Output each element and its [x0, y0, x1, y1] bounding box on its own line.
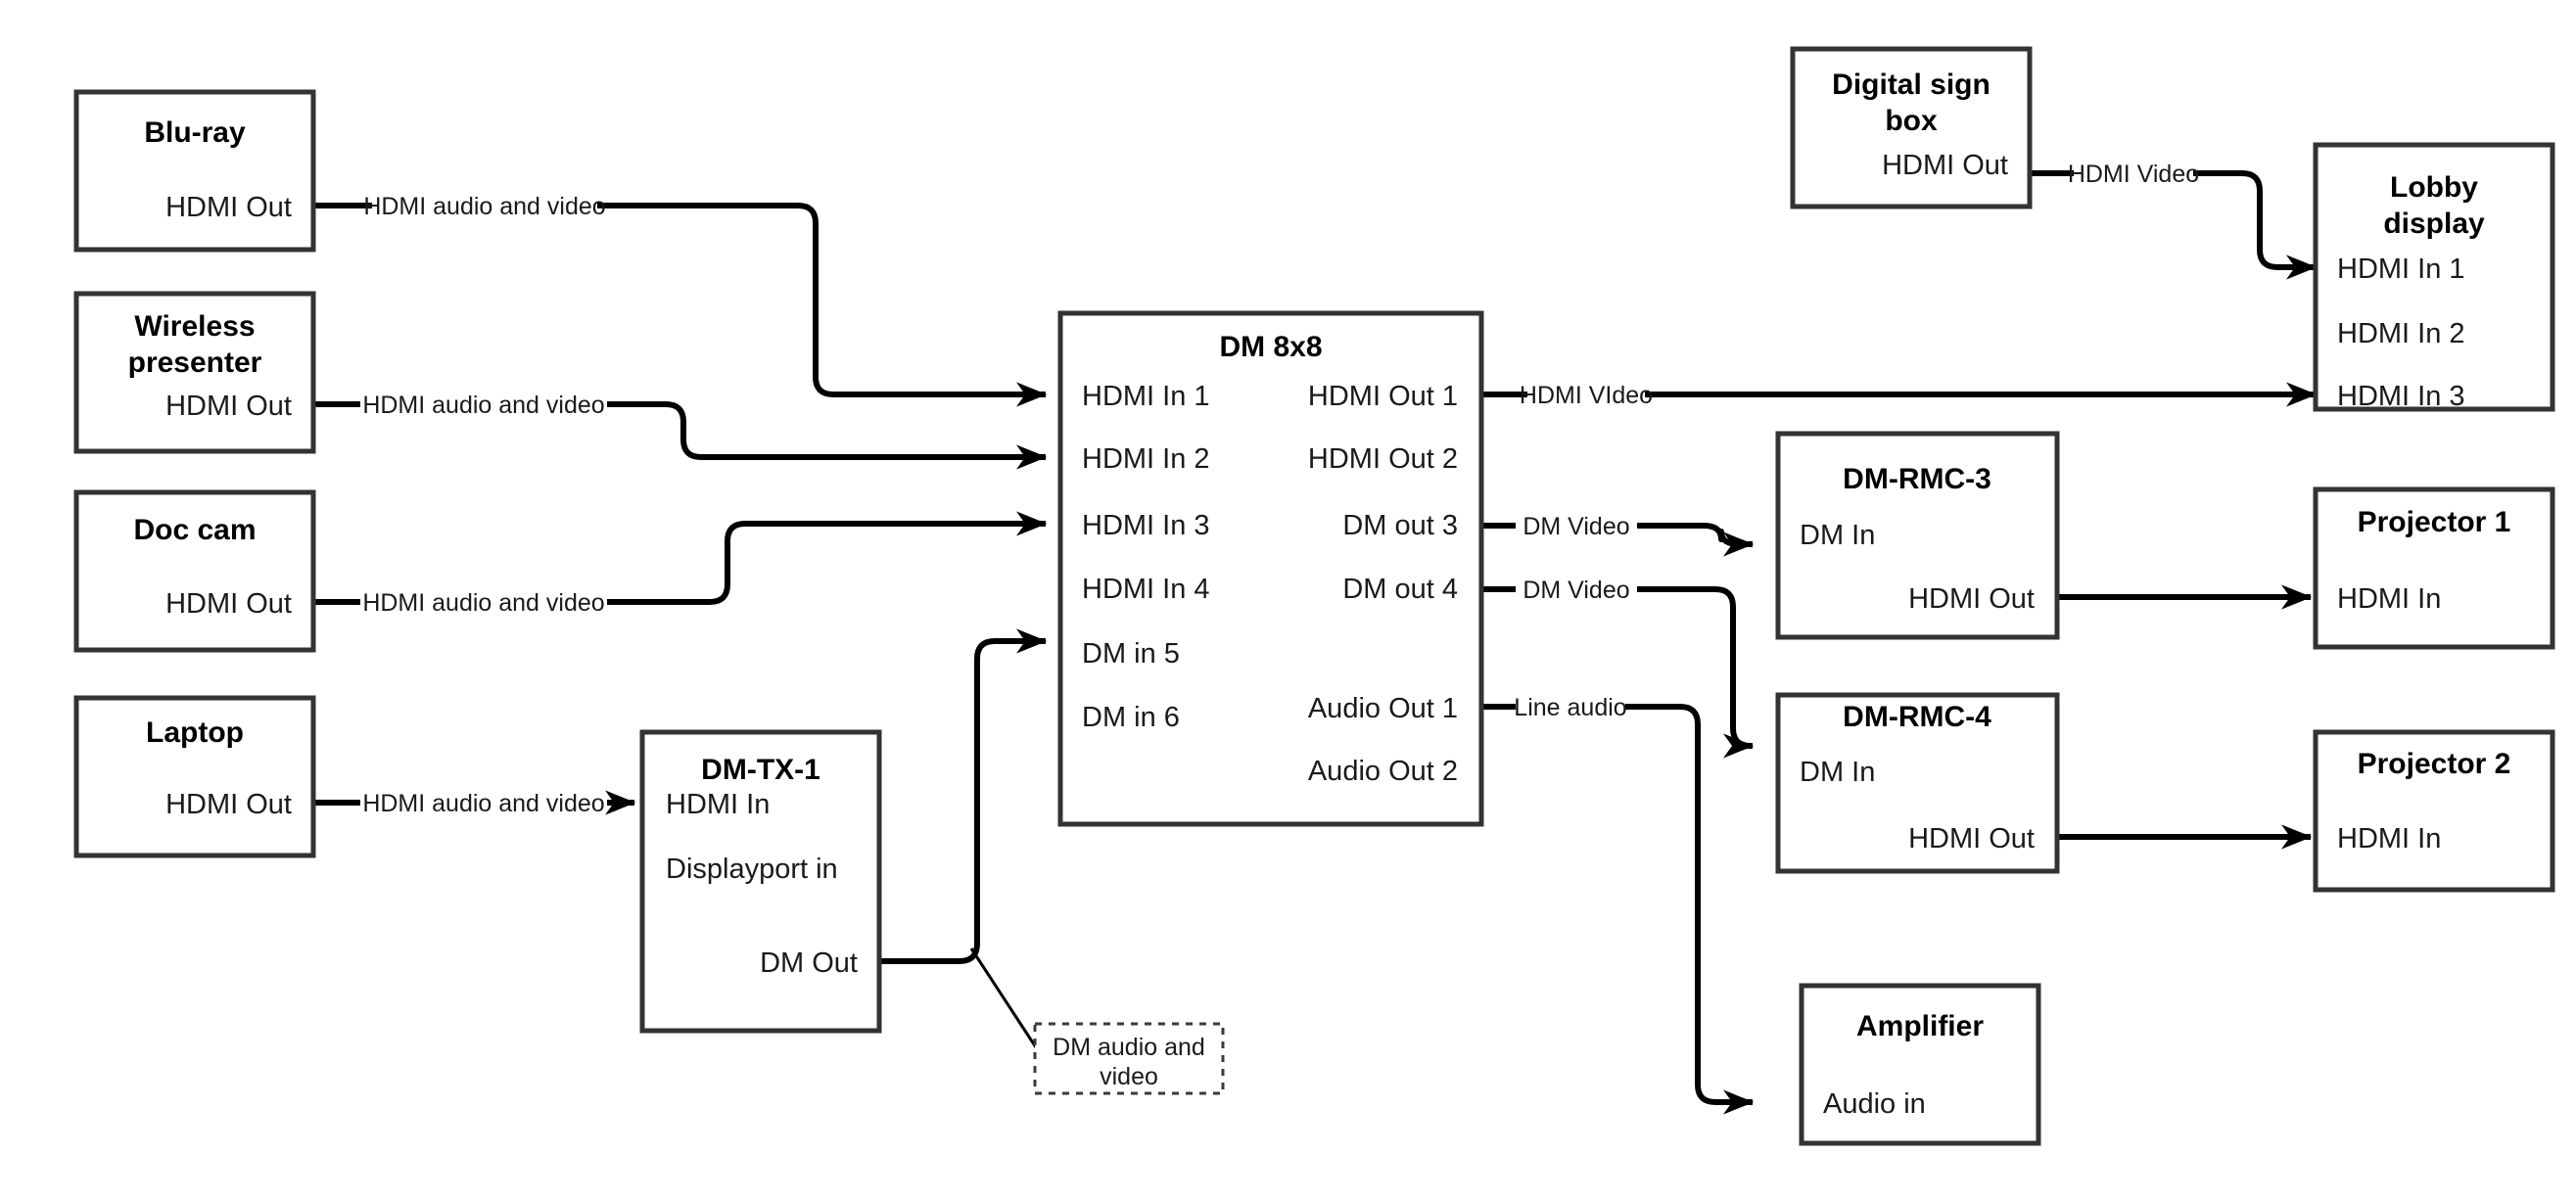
callout-box	[1033, 1022, 1225, 1095]
node-wireless-presenter[interactable]: Wireless presenter HDMI Out	[73, 291, 316, 454]
wire-dm8x8-audioout1-to-amplifier-audio-in	[1625, 704, 1755, 1115]
dm-rmc-3-port-dm-in: DM In	[1800, 520, 1875, 551]
edge-label-laptop-to-dmtx1: HDMI audio and video	[362, 790, 604, 817]
projector-1-box[interactable]	[2313, 486, 2555, 650]
wire-bluray-to-dm8x8-hdmi-in-1	[313, 203, 1046, 394]
dm-rmc-4-box[interactable]	[1775, 692, 2060, 874]
wireless-presenter-title-line2: presenter	[128, 346, 262, 379]
dm-8x8-input-hdmi-in-3: HDMI In 3	[1082, 510, 1210, 541]
digital-sign-box-title-line1: Digital sign	[1832, 69, 1991, 101]
wire-dm8x8-dmout4-to-dmrmc4-dm-in	[1637, 586, 1755, 759]
callout-dm-audio-and-video: DM audio and video	[1033, 1022, 1225, 1095]
node-digital-sign-box[interactable]: Digital sign box HDMI Out	[1790, 46, 2033, 209]
dm-8x8-output-dm-out-3: DM out 3	[1342, 510, 1458, 541]
dm-8x8-input-dm-in-5: DM in 5	[1082, 638, 1180, 670]
dm-rmc-4-title: DM-RMC-4	[1843, 701, 1991, 733]
amplifier-title: Amplifier	[1856, 1010, 1984, 1042]
wire-wireless-to-dm8x8-hdmi-in-2	[313, 401, 1046, 457]
dm-tx-1-port-hdmi-in: HDMI In	[666, 789, 770, 820]
dm-8x8-output-audio-out-1: Audio Out 1	[1308, 693, 1458, 724]
lobby-display-title-line2: display	[2383, 208, 2485, 240]
projector-1-port-hdmi-in: HDMI In	[2337, 583, 2441, 615]
node-dm-tx-1[interactable]: DM-TX-1 HDMI In Displayport in DM Out	[639, 729, 882, 1034]
amplifier-port-audio-in: Audio in	[1823, 1088, 1926, 1120]
dm-tx-1-box[interactable]	[639, 729, 882, 1034]
dm-8x8-output-dm-out-4: DM out 4	[1342, 574, 1458, 605]
doc-cam-title: Doc cam	[133, 514, 256, 546]
projector-2-title: Projector 2	[2358, 748, 2511, 780]
node-projector-2[interactable]: Projector 2 HDMI In	[2313, 729, 2555, 893]
doc-cam-port-hdmi-out: HDMI Out	[165, 588, 292, 620]
node-lobby-display[interactable]: Lobby display HDMI In 1 HDMI In 2 HDMI I…	[2313, 142, 2555, 412]
dm-8x8-output-hdmi-out-1: HDMI Out 1	[1308, 381, 1458, 412]
dm-8x8-output-hdmi-out-2: HDMI Out 2	[1308, 443, 1458, 475]
lobby-display-box[interactable]	[2313, 142, 2555, 412]
dm-8x8-input-hdmi-in-2: HDMI In 2	[1082, 443, 1210, 475]
projector-2-port-hdmi-in: HDMI In	[2337, 823, 2441, 855]
node-projector-1[interactable]: Projector 1 HDMI In	[2313, 486, 2555, 650]
lobby-display-port-hdmi-in-1: HDMI In 1	[2337, 254, 2465, 285]
node-doc-cam[interactable]: Doc cam HDMI Out	[73, 489, 316, 653]
node-dm-rmc-4[interactable]: DM-RMC-4 DM In HDMI Out	[1775, 692, 2060, 874]
digital-sign-box[interactable]	[1790, 46, 2033, 209]
lobby-display-title-line1: Lobby	[2390, 171, 2478, 204]
projector-2-box[interactable]	[2313, 729, 2555, 893]
bluray-title: Blu-ray	[144, 116, 246, 149]
lobby-display-port-hdmi-in-3: HDMI In 3	[2337, 381, 2465, 412]
dm-tx-1-port-displayport-in: Displayport in	[666, 854, 838, 885]
dm-8x8-box[interactable]	[1057, 310, 1484, 827]
laptop-title: Laptop	[146, 716, 244, 749]
callout-leader-line	[969, 947, 1038, 1048]
dm-tx-1-port-dm-out: DM Out	[760, 947, 858, 979]
wire-dmtx1-to-dm8x8-dm-in-5	[879, 628, 1048, 964]
lobby-display-port-hdmi-in-2: HDMI In 2	[2337, 318, 2465, 349]
dm-tx-1-title: DM-TX-1	[701, 754, 820, 786]
edge-label-group: HDMI audio and video HDMI audio and vide…	[362, 161, 2199, 817]
wireless-presenter-port-hdmi-out: HDMI Out	[165, 391, 292, 422]
digital-sign-box-port-hdmi-out: HDMI Out	[1882, 150, 2008, 181]
wire-doccam-to-dm8x8-hdmi-in-3	[313, 524, 1046, 605]
edge-label-wireless-to-dm8x8: HDMI audio and video	[362, 392, 604, 419]
wireless-presenter-title-line1: Wireless	[134, 310, 255, 343]
edge-label-hdmiout1-to-lobby: HDMI VIdeo	[1520, 382, 1653, 409]
laptop-box[interactable]	[73, 695, 316, 858]
dm-8x8-output-audio-out-2: Audio Out 2	[1308, 756, 1458, 787]
node-laptop[interactable]: Laptop HDMI Out	[73, 695, 316, 858]
callout-label-line2: video	[1100, 1063, 1158, 1090]
callout-label-line1: DM audio and	[1053, 1034, 1205, 1061]
dm-8x8-input-hdmi-in-1: HDMI In 1	[1082, 381, 1210, 412]
node-bluray[interactable]: Blu-ray HDMI Out	[73, 89, 316, 253]
wire-dm8x8-dmout3-to-dmrmc3-dm-in	[1637, 523, 1755, 557]
dm-rmc-4-port-dm-in: DM In	[1800, 757, 1875, 788]
dm-rmc-3-title: DM-RMC-3	[1843, 463, 1991, 495]
wire-signbox-to-lobby-hdmi-in-1	[2193, 170, 2318, 280]
dm-rmc-4-port-hdmi-out: HDMI Out	[1908, 823, 2035, 855]
edge-label-bluray-to-dm8x8: HDMI audio and video	[363, 193, 605, 220]
edge-label-audioout1-to-amplifier: Line audio	[1514, 694, 1626, 721]
doc-cam-box[interactable]	[73, 489, 316, 653]
edge-label-signbox-to-lobby: HDMI Video	[2068, 161, 2199, 188]
laptop-port-hdmi-out: HDMI Out	[165, 789, 292, 820]
edge-label-dmout4-to-rmc4: DM Video	[1522, 577, 1629, 604]
dm-8x8-input-hdmi-in-4: HDMI In 4	[1082, 574, 1210, 605]
projector-1-title: Projector 1	[2358, 506, 2511, 538]
bluray-port-hdmi-out: HDMI Out	[165, 192, 292, 223]
dm-rmc-3-port-hdmi-out: HDMI Out	[1908, 583, 2035, 615]
bluray-box[interactable]	[73, 89, 316, 253]
edge-label-doccam-to-dm8x8: HDMI audio and video	[362, 589, 604, 617]
node-dm-rmc-3[interactable]: DM-RMC-3 DM In HDMI Out	[1775, 431, 2060, 640]
edge-label-dmout3-to-rmc3: DM Video	[1522, 513, 1629, 540]
dm-8x8-input-dm-in-6: DM in 6	[1082, 702, 1180, 733]
dm-8x8-title: DM 8x8	[1219, 331, 1322, 363]
wireless-presenter-box[interactable]	[73, 291, 316, 454]
wire-group	[313, 170, 2318, 1115]
digital-sign-box-title-line2: box	[1885, 105, 1938, 137]
dm-rmc-3-box[interactable]	[1775, 431, 2060, 640]
node-dm-8x8[interactable]: DM 8x8 HDMI In 1 HDMI In 2 HDMI In 3 HDM…	[1057, 310, 1484, 827]
node-amplifier[interactable]: Amplifier Audio in	[1799, 983, 2041, 1146]
amplifier-box[interactable]	[1799, 983, 2041, 1146]
